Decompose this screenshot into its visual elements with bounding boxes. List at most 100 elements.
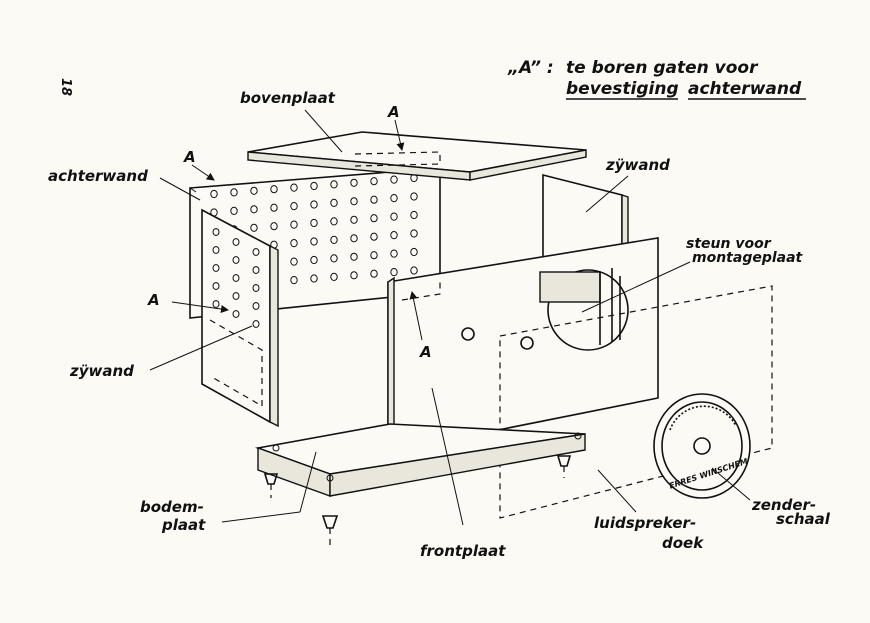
label-achterwand: achterwand [48, 167, 148, 185]
frontplaat-panel [387, 237, 659, 454]
ventilation-hole [310, 274, 318, 283]
legend: „A” : te boren gaten voor bevestiging ac… [507, 58, 806, 100]
ventilation-hole [290, 220, 298, 229]
legend-key: „A” : [507, 58, 554, 78]
side-hole [252, 248, 260, 256]
label-luidspreker-line-2: doek [662, 534, 704, 552]
leader-lines [149, 109, 751, 526]
ventilation-hole [350, 252, 358, 261]
ventilation-hole [390, 231, 398, 240]
label-zender-line-1: zender- [751, 496, 816, 514]
side-hole [212, 300, 220, 308]
label-zender-line-2: schaal [776, 510, 831, 528]
ventilation-hole [330, 235, 338, 244]
ventilation-hole [350, 197, 358, 206]
side-hole [212, 246, 220, 254]
ventilation-hole [390, 175, 398, 184]
ventilation-hole [330, 217, 338, 226]
ventilation-hole [370, 195, 378, 204]
ventilation-hole [330, 180, 338, 189]
ventilation-hole [230, 188, 238, 197]
side-hole [212, 264, 220, 272]
ventilation-hole [250, 186, 258, 195]
side-hole [252, 302, 260, 310]
label-steun-line-1: steun voor [686, 236, 772, 252]
label-a-left: A [183, 148, 196, 166]
ventilation-hole [270, 185, 278, 194]
ventilation-hole [270, 203, 278, 212]
part-labels: bovenplaat A A achterwand zÿwand steun v… [48, 89, 831, 560]
ventilation-hole [330, 198, 338, 207]
side-hole [232, 256, 240, 264]
ventilation-hole [390, 268, 398, 277]
label-steun-line-2: montageplaat [692, 250, 804, 266]
ventilation-hole [310, 255, 318, 265]
side-hole [232, 292, 240, 300]
ventilation-hole [330, 254, 338, 263]
side-hole [212, 282, 220, 290]
label-zijwand-right: zÿwand [605, 156, 670, 174]
ventilation-hole [370, 269, 378, 278]
ventilation-hole [370, 177, 378, 186]
legend-line-2b: achterwand [688, 79, 802, 99]
side-hole [212, 228, 220, 236]
ventilation-hole [410, 210, 418, 220]
label-bodem-line-1: bodem- [140, 498, 204, 516]
ventilation-hole [350, 271, 358, 280]
ventilation-hole [290, 239, 298, 248]
side-hole [232, 310, 240, 318]
ventilation-hole [290, 202, 298, 211]
side-hole [252, 320, 260, 328]
ventilation-hole [290, 183, 298, 192]
ventilation-hole [350, 178, 358, 187]
ventilation-hole [290, 257, 298, 266]
side-hole [232, 274, 240, 282]
ventilation-hole [390, 249, 398, 258]
ventilation-hole [390, 194, 398, 203]
ventilation-hole [410, 229, 418, 238]
ventilation-hole [390, 212, 398, 221]
ventilation-hole [270, 222, 278, 231]
ventilation-hole [290, 276, 298, 285]
ventilation-hole [410, 266, 418, 275]
foot-front [321, 515, 339, 548]
ventilation-hole [370, 232, 378, 241]
ventilation-hole [310, 237, 318, 246]
ventilation-hole [310, 200, 318, 209]
label-a-top: A [387, 103, 400, 121]
side-hole [252, 266, 260, 274]
legend-line-1: te boren gaten voor [566, 58, 759, 78]
ventilation-hole [250, 205, 258, 214]
foot-right [556, 455, 572, 478]
ventilation-hole [350, 215, 358, 224]
ventilation-hole [370, 214, 378, 223]
ventilation-hole [230, 206, 238, 215]
label-frontplaat: frontplaat [420, 542, 506, 560]
ventilation-hole [310, 181, 318, 191]
label-a-front: A [419, 343, 432, 361]
ventilation-hole [350, 234, 358, 243]
label-bodem-line-2: plaat [161, 516, 206, 534]
zijwand-left-holes [212, 228, 260, 328]
zijwand-left-panel [201, 208, 279, 428]
side-hole [232, 238, 240, 246]
bovenplaat-panel [247, 131, 587, 181]
page-number: 18 [58, 78, 73, 96]
label-a-mid-left: A [147, 291, 160, 309]
side-hole [252, 284, 260, 292]
zenderschaal-dial: ERRES WINSCHEM [653, 393, 751, 499]
label-luidspreker-line-1: luidspreker- [594, 514, 696, 532]
ventilation-hole [250, 223, 258, 232]
label-zijwand-left: zÿwand [69, 362, 134, 380]
ventilation-hole [410, 247, 418, 257]
ventilation-hole [410, 192, 418, 201]
ventilation-hole [330, 272, 338, 281]
label-bovenplaat: bovenplaat [240, 89, 336, 107]
ventilation-hole [210, 189, 218, 199]
ventilation-hole [370, 251, 378, 260]
ventilation-hole [310, 218, 318, 228]
bodemplaat-panel [254, 423, 586, 548]
foot-left [263, 473, 279, 498]
